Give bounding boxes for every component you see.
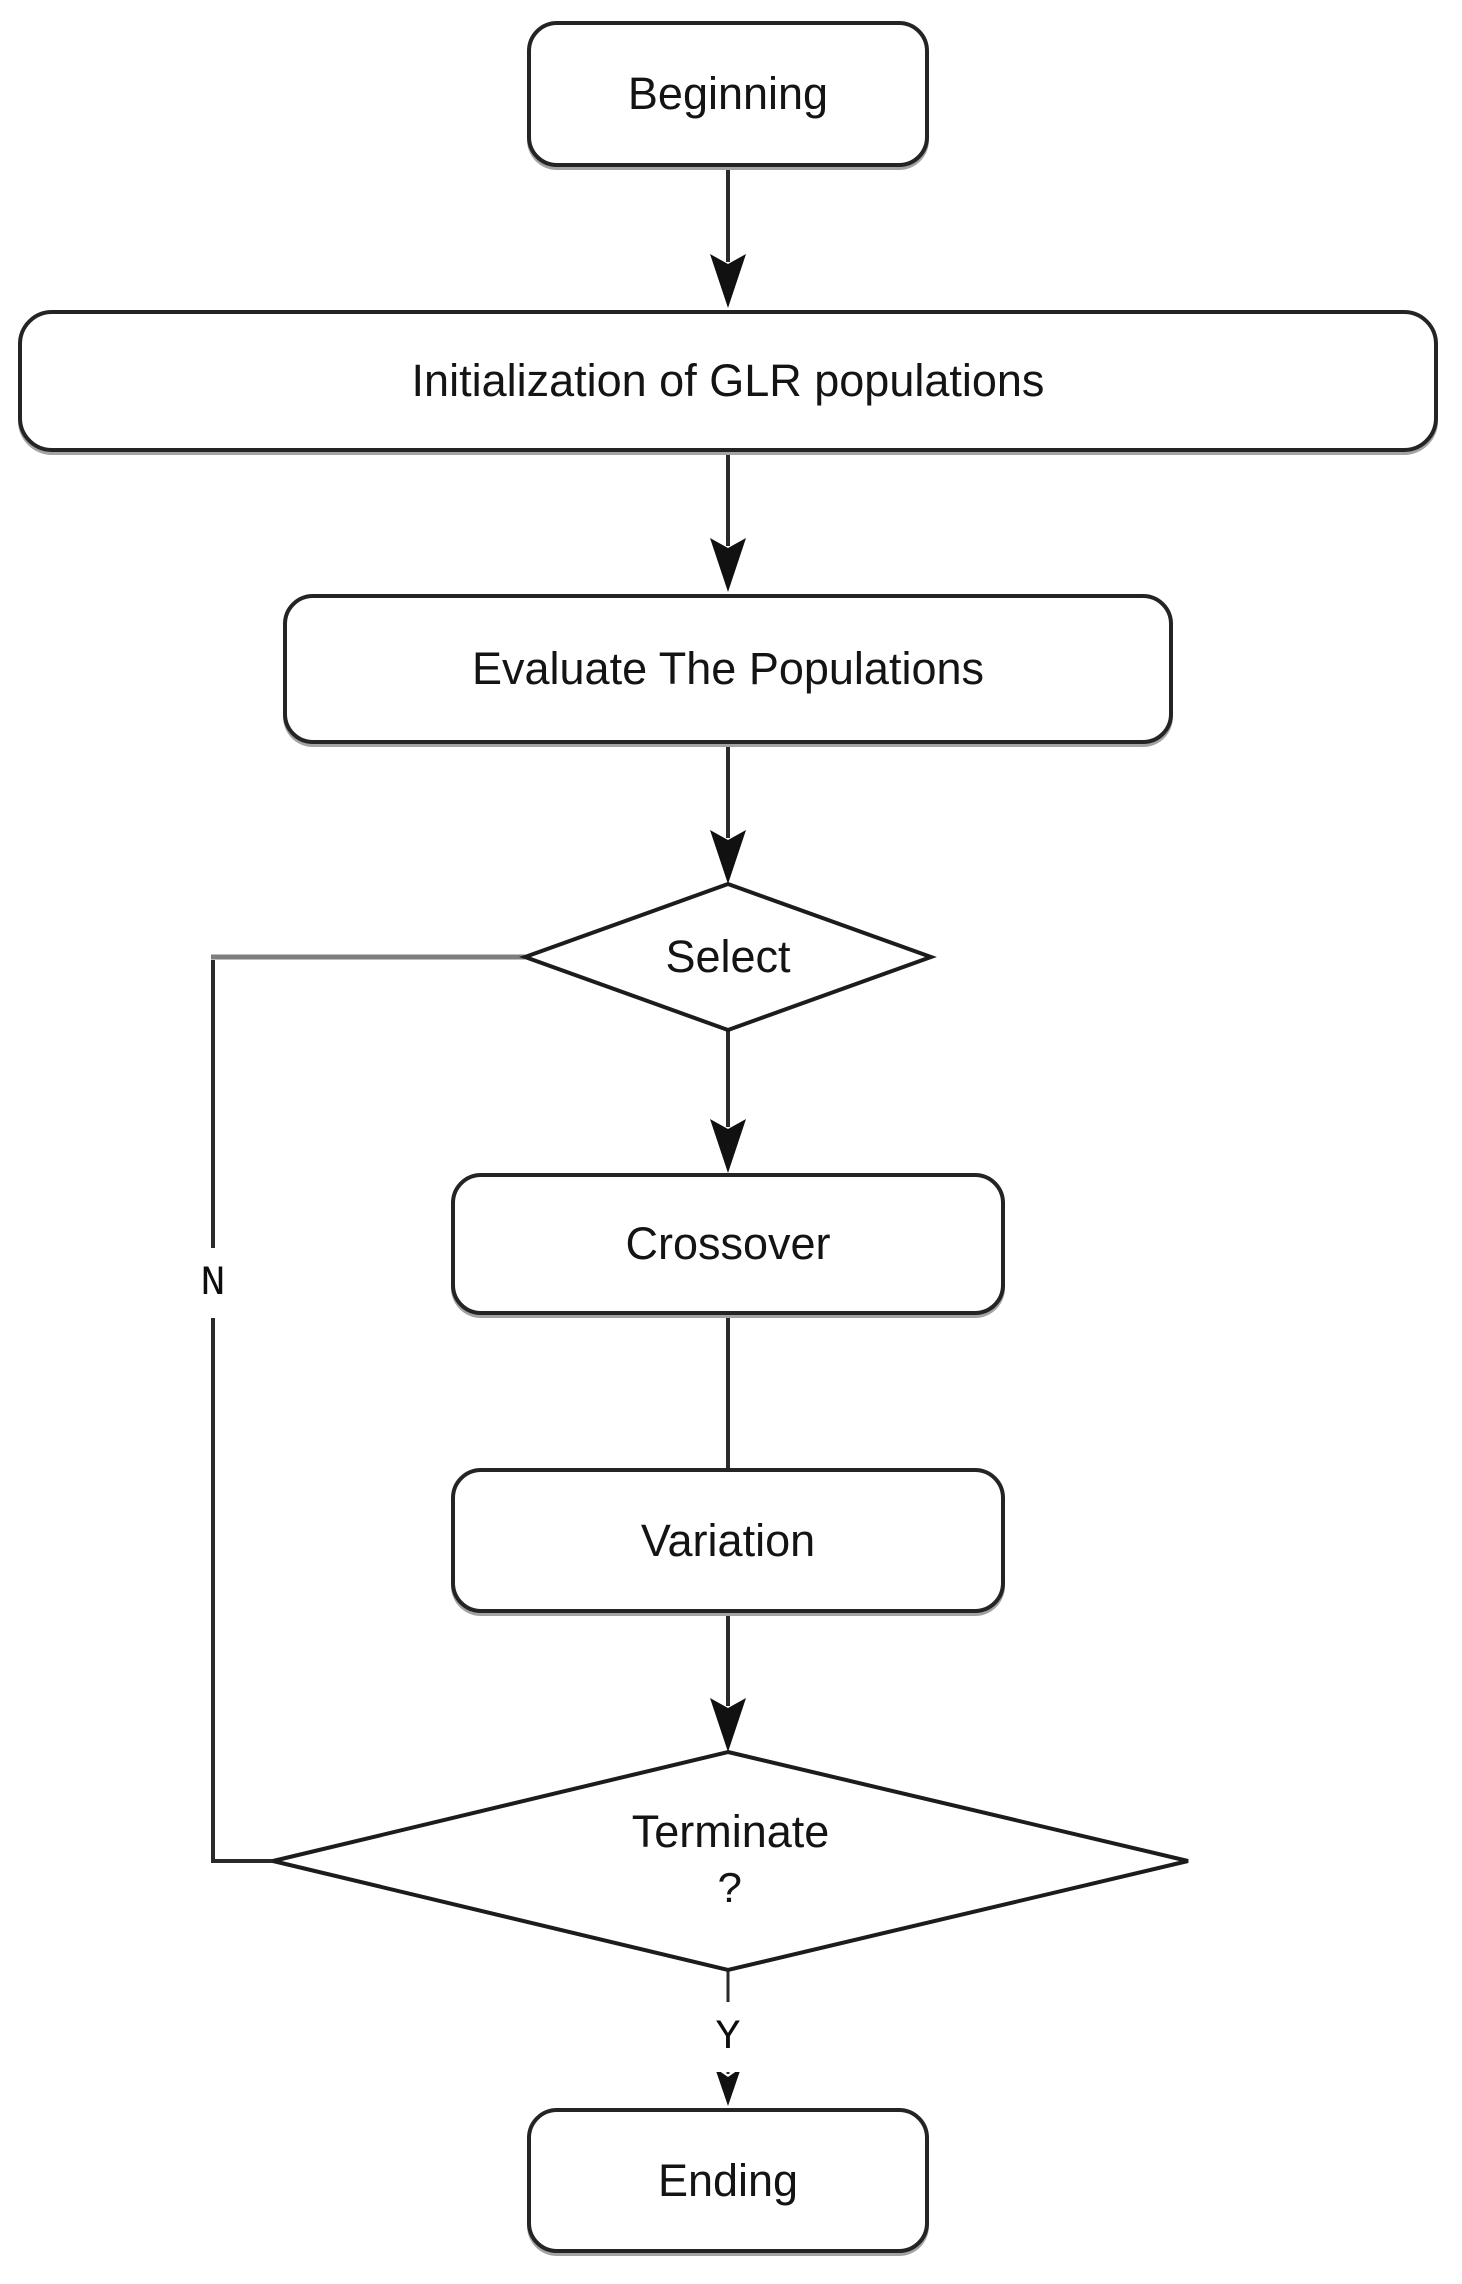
node-crossover-label: Crossover <box>625 1218 831 1269</box>
node-beginning: Beginning <box>527 21 929 167</box>
node-initialization: Initialization of GLR populations <box>18 310 1438 452</box>
edge-label-no: N <box>190 1248 236 1318</box>
arrowhead-ending <box>715 2068 741 2106</box>
arrowhead-evaluate <box>710 538 746 592</box>
node-ending: Ending <box>527 2108 929 2253</box>
node-evaluate-populations: Evaluate The Populations <box>283 594 1173 744</box>
connector-terminate-no-feedback <box>211 960 273 1863</box>
node-ending-label: Ending <box>657 2154 799 2206</box>
select-diamond-shape <box>519 881 937 1033</box>
node-variation: Variation <box>451 1468 1005 1613</box>
arrowhead-crossover <box>710 1119 746 1173</box>
node-crossover: Crossover <box>451 1173 1005 1315</box>
arrowhead-terminate <box>710 1698 746 1752</box>
terminate-diamond-shape <box>272 1749 1189 1973</box>
arrowhead-initialization <box>710 254 746 308</box>
node-initialization-label: Initialization of GLR populations <box>411 355 1045 406</box>
edge-label-yes: Y <box>705 2002 751 2072</box>
arrowhead-select <box>710 830 746 884</box>
node-evaluate-populations-label: Evaluate The Populations <box>471 643 985 694</box>
node-variation-label: Variation <box>640 1514 816 1566</box>
node-beginning-label: Beginning <box>627 68 829 119</box>
